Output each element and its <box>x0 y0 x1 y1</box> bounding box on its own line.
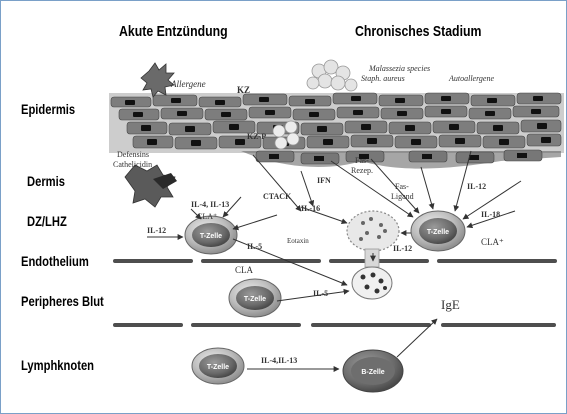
layer-dermis: Dermis <box>27 173 65 189</box>
b-cell-lymph <box>342 349 404 393</box>
label-il12-left: IL-12 <box>147 226 166 235</box>
label-tcell-lymph: T-Zelle <box>207 364 229 371</box>
layer-endothelium: Endothelium <box>21 253 89 269</box>
label-fas-rez2: Rezep. <box>351 166 373 175</box>
label-ige: IgE <box>441 297 460 312</box>
label-cla-blood: CLA <box>235 265 254 275</box>
label-fas-lig: Fas- <box>395 182 409 191</box>
label-fas-rez: Fas- <box>355 156 369 165</box>
arrows <box>147 150 522 372</box>
bacteria-cluster-icon <box>306 59 358 92</box>
label-kz-p: KZ-P <box>247 132 266 141</box>
epidermis-cells <box>109 92 564 169</box>
label-bcell: B-Zelle <box>361 369 384 376</box>
label-il18: IL-18 <box>481 210 500 219</box>
heading-acute: Akute Entzündung <box>119 23 228 40</box>
label-eotaxin: Eotaxin <box>287 237 309 245</box>
label-allergen: Allergene <box>170 79 206 89</box>
label-il5-b: IL-5 <box>313 289 328 298</box>
label-il12-mid: IL-12 <box>393 244 412 253</box>
t-cell-dermis-right <box>410 210 466 252</box>
label-il4-13: IL-4, IL-13 <box>191 200 229 209</box>
t-cell-lymph <box>191 347 245 385</box>
dendritic-cell-icon <box>124 164 177 208</box>
layer-epidermis: Epidermis <box>21 101 76 117</box>
label-malassezia: Malassezia species <box>368 64 430 73</box>
bacteria-small-icon <box>272 120 300 150</box>
label-il4-il13-ln: IL-4,IL-13 <box>261 356 297 365</box>
layer-blood: Peripheres Blut <box>21 293 104 309</box>
label-il16: IL-16 <box>301 204 320 213</box>
label-autoallergene: Autoallergene <box>448 74 494 83</box>
label-cathelicidin: Cathelicidin <box>113 160 152 169</box>
allergen-icon <box>140 62 175 98</box>
label-fas-lig2: Ligand <box>391 192 414 201</box>
eosinophil-dermis <box>346 210 400 252</box>
label-il5-a: IL-5 <box>247 242 262 251</box>
label-il12-right: IL-12 <box>467 182 486 191</box>
t-cell-blood <box>228 278 282 318</box>
label-defensins: Defensins <box>117 150 149 159</box>
layer-dz-lhz: DZ/LHZ <box>27 213 67 229</box>
label-ctack: CTACK <box>263 192 292 201</box>
label-kz: KZ <box>237 85 250 95</box>
label-ifn: IFN <box>317 176 331 185</box>
label-staph: Staph. aureus <box>361 74 405 83</box>
label-cla-right: CLA⁺ <box>481 237 504 247</box>
svg-labels: Allergene KZ KZ-P Malassezia species Sta… <box>113 64 504 376</box>
label-tcell-dz: T-Zelle <box>200 233 222 240</box>
label-tcell-right: T-Zelle <box>427 229 449 236</box>
heading-chronic: Chronisches Stadium <box>355 23 482 40</box>
label-tcell-blood: T-Zelle <box>244 296 266 303</box>
layer-lymph: Lymphknoten <box>21 357 95 373</box>
t-cell-dermis <box>184 215 238 255</box>
eosinophil-crossing <box>351 248 393 300</box>
label-cla: CLA⁺ <box>197 212 217 221</box>
